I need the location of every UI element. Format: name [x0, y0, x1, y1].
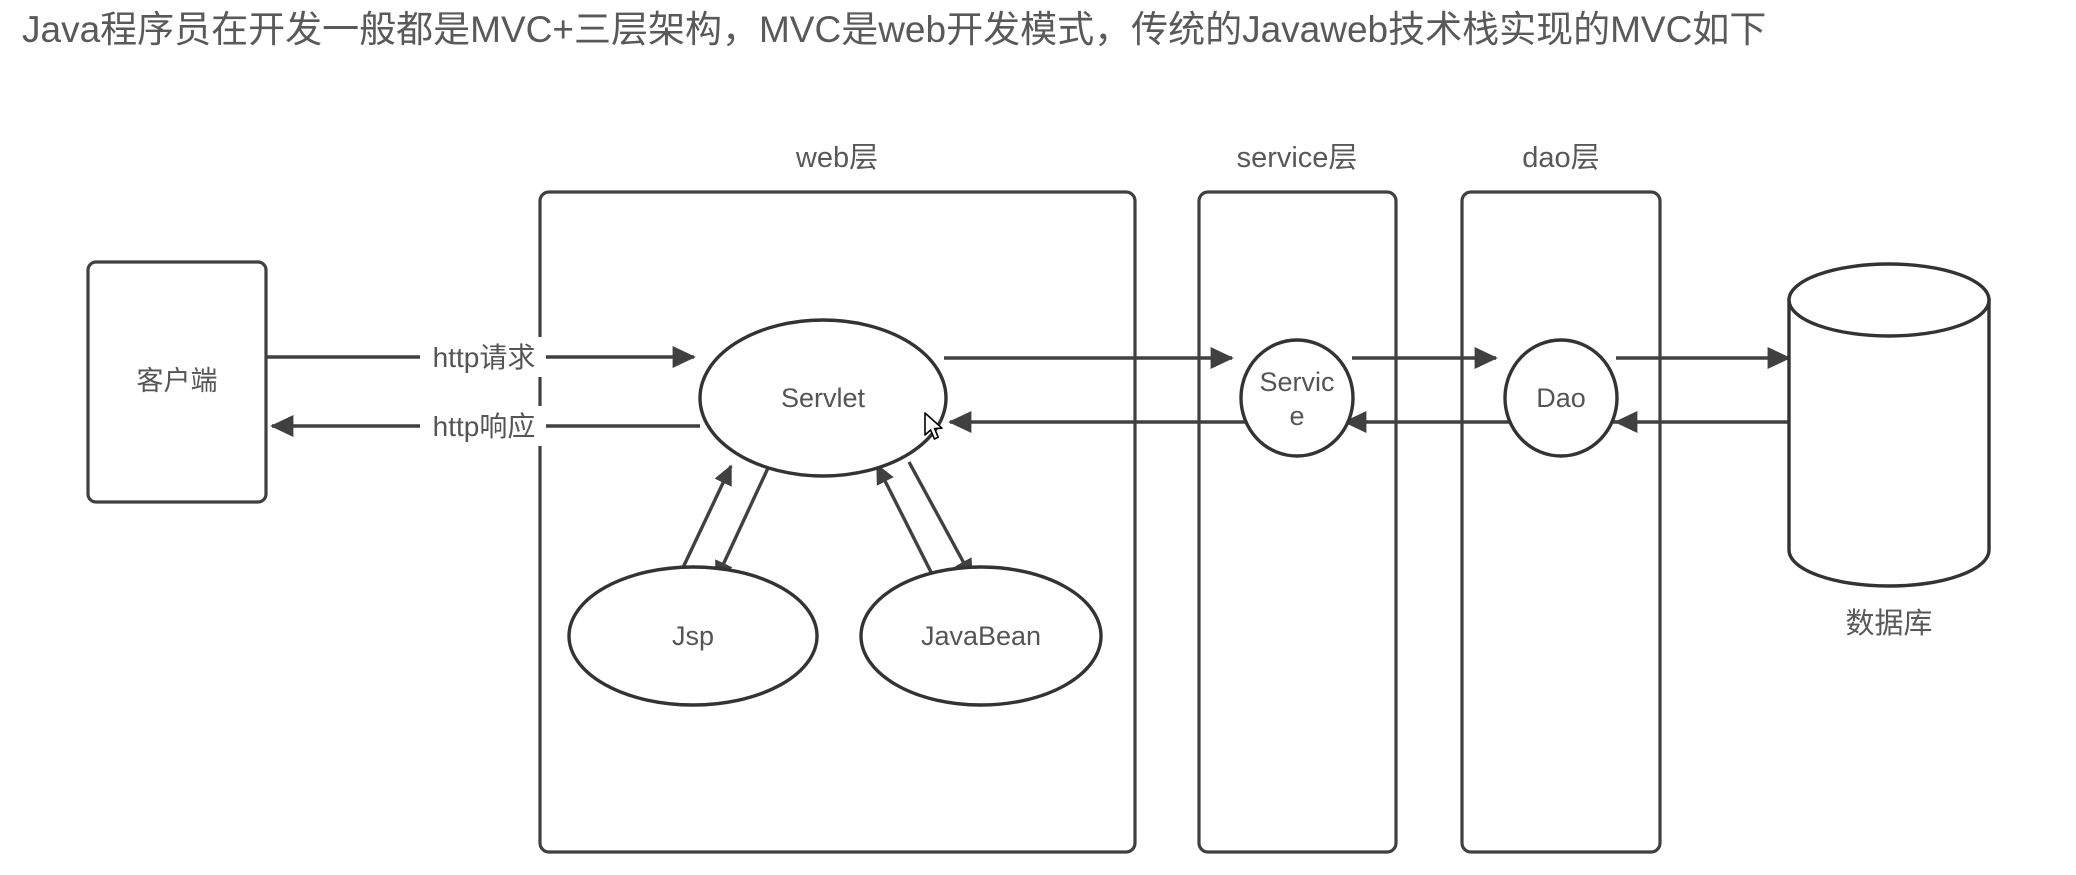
client-box[interactable] [86, 260, 268, 504]
node-client[interactable]: 客户端 [86, 260, 268, 504]
servlet-label: Servlet [781, 383, 866, 413]
layer-container-web[interactable]: web层 [538, 142, 1137, 854]
http-request-label-bg [420, 337, 546, 377]
node-dao[interactable]: Dao [1503, 338, 1619, 458]
edge-jsp-to-servlet[interactable] [677, 464, 733, 577]
servlet-ellipse[interactable] [698, 318, 948, 478]
dao-circle[interactable] [1503, 338, 1619, 458]
layer-container-dao[interactable]: dao层 [1460, 142, 1662, 854]
layer-container-service[interactable]: service层 [1197, 142, 1398, 854]
node-service[interactable]: Servic e [1239, 338, 1355, 458]
http-request-label: http请求 [433, 342, 536, 373]
web-layer-label: web层 [795, 142, 878, 174]
dao-layer-box[interactable] [1460, 190, 1662, 854]
database-cylinder-body[interactable] [1787, 298, 1991, 588]
node-servlet[interactable]: Servlet [698, 318, 948, 478]
service-circle[interactable] [1239, 338, 1355, 458]
edge-javabean-to-servlet[interactable] [875, 463, 937, 581]
node-database[interactable]: 数据库 [1787, 262, 1991, 640]
client-label: 客户端 [137, 366, 218, 396]
service-layer-label: service层 [1237, 142, 1358, 174]
database-cylinder-top[interactable] [1787, 262, 1991, 338]
edge-servlet-to-jsp[interactable] [714, 467, 770, 582]
database-label: 数据库 [1845, 607, 1932, 640]
javabean-label: JavaBean [921, 621, 1041, 651]
node-jsp[interactable]: Jsp [567, 565, 819, 707]
http-response-label: http响应 [433, 411, 536, 442]
javabean-ellipse[interactable] [859, 565, 1103, 707]
service-label-line2: e [1289, 401, 1304, 431]
dao-label: Dao [1536, 383, 1586, 413]
edge-servlet-to-javabean[interactable] [907, 461, 974, 580]
jsp-label: Jsp [672, 621, 714, 651]
web-layer-box[interactable] [538, 190, 1137, 854]
service-label-line1: Servic [1259, 367, 1334, 397]
service-layer-box[interactable] [1197, 190, 1398, 854]
http-response-label-bg [420, 406, 546, 446]
page-title: Java程序员在开发一般都是MVC+三层架构，MVC是web开发模式，传统的Ja… [22, 9, 1767, 50]
node-javabean[interactable]: JavaBean [859, 565, 1103, 707]
edge-label-group: http请求 http响应 [420, 337, 546, 446]
dao-layer-label: dao层 [1522, 142, 1599, 174]
jsp-ellipse[interactable] [567, 565, 819, 707]
